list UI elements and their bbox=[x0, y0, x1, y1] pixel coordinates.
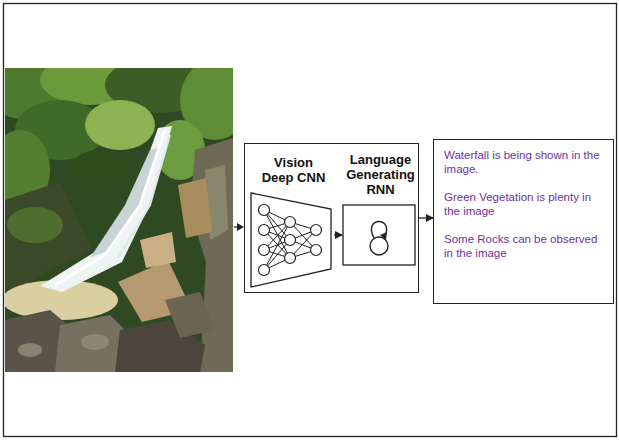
flow-arrow bbox=[334, 234, 342, 235]
block-heading: Vision Deep CNN bbox=[257, 155, 331, 185]
cnn-symbol bbox=[250, 192, 334, 288]
block-heading: Language Generating RNN bbox=[344, 152, 418, 197]
model-box: Vision Deep CNN Language Generating RNN bbox=[244, 143, 419, 293]
waterfall-photo bbox=[5, 68, 233, 372]
caption-text: Green Vegetation is plenty in the image bbox=[444, 190, 604, 218]
caption-text: Some Rocks can be observed in the image bbox=[444, 232, 604, 260]
page-frame bbox=[4, 4, 617, 437]
caption-text: Waterfall is being shown in the image. bbox=[444, 148, 604, 176]
rnn-block: Language Generating RNN bbox=[342, 152, 419, 270]
rnn-symbol bbox=[342, 204, 416, 266]
input-arrowhead bbox=[237, 223, 244, 231]
cnn-block: Vision Deep CNN bbox=[250, 155, 337, 292]
caption-box: Waterfall is being shown in the image. Gr… bbox=[433, 139, 614, 304]
flow-arrow bbox=[419, 217, 433, 218]
